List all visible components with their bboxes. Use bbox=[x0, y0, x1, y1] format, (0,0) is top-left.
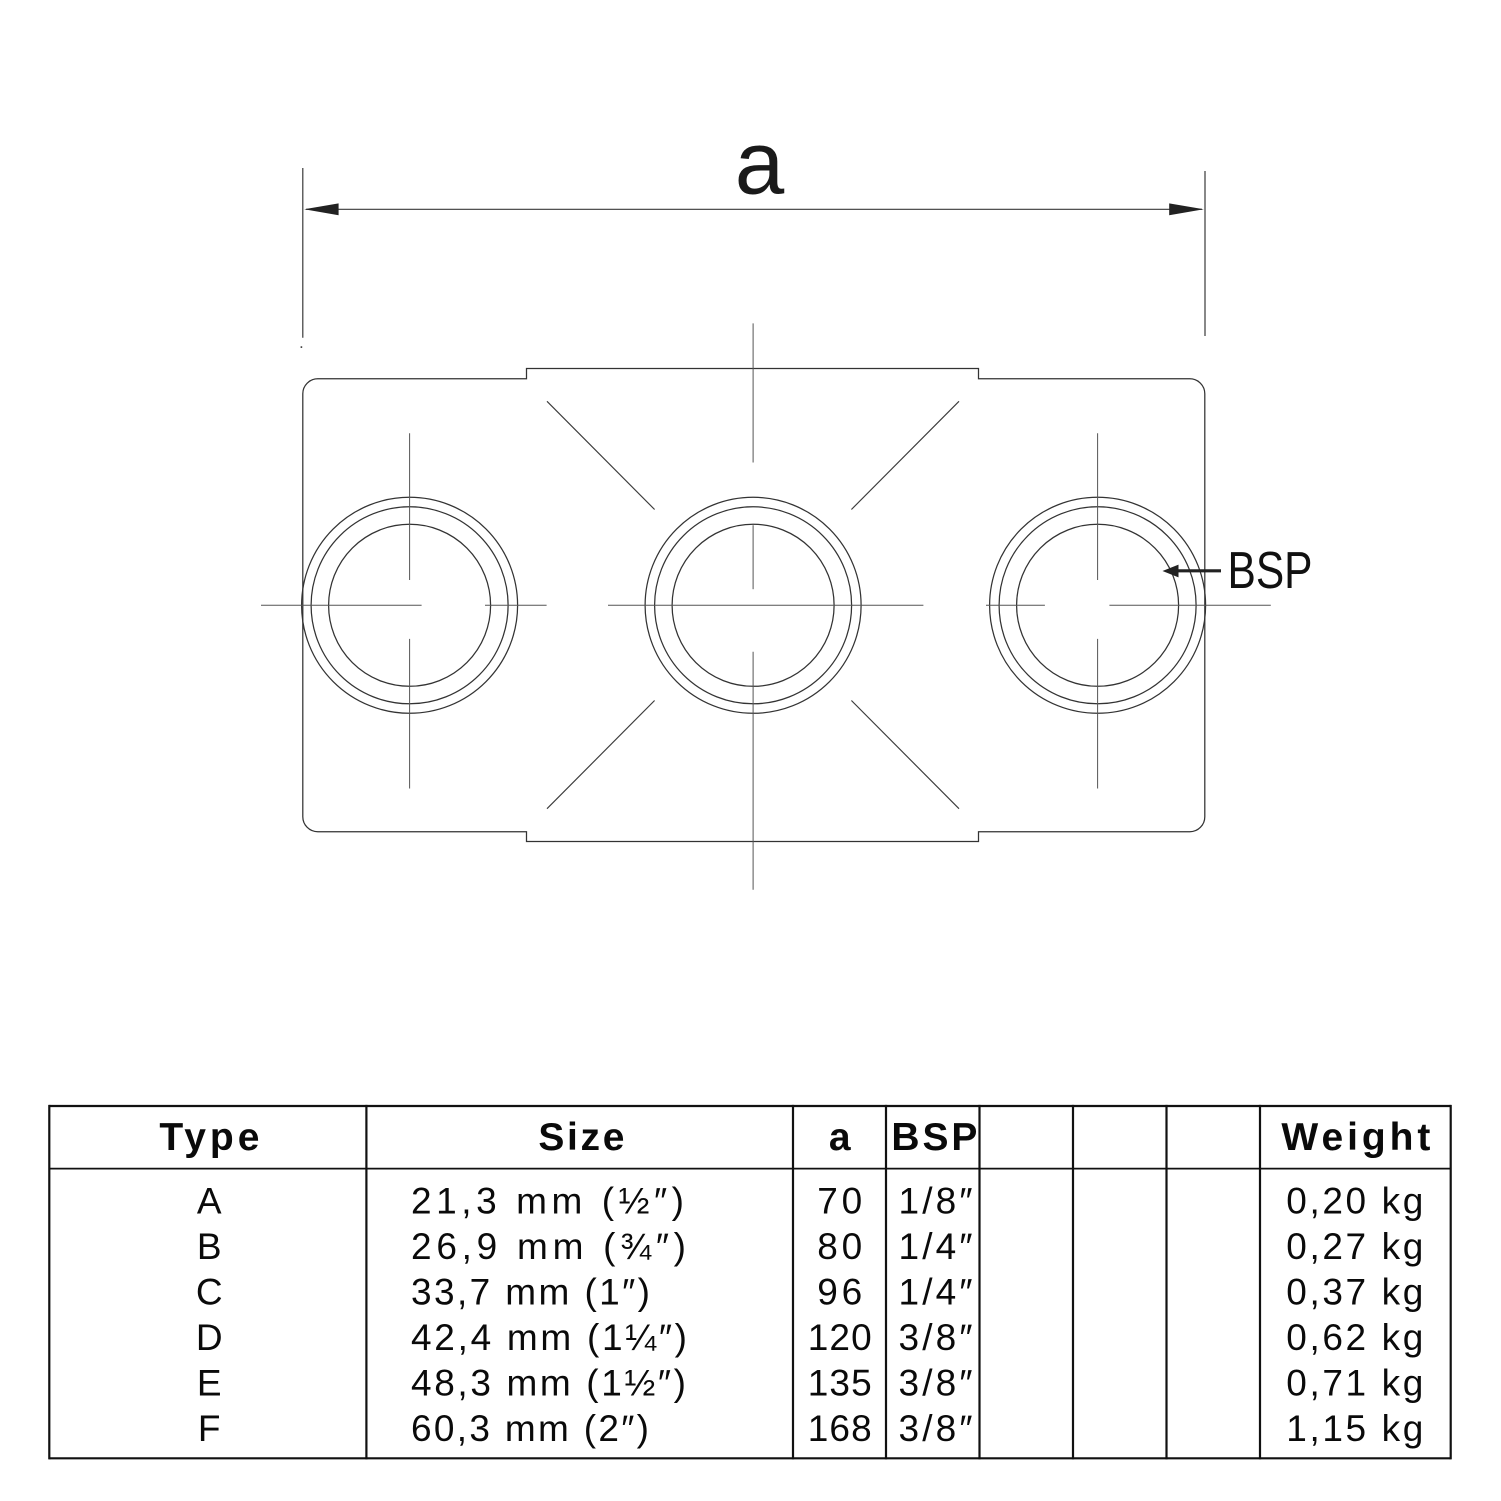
svg-text:120: 120 bbox=[808, 1317, 872, 1358]
svg-text:1,15 kg: 1,15 kg bbox=[1286, 1408, 1423, 1449]
svg-text:BSP: BSP bbox=[891, 1116, 977, 1159]
svg-text:168: 168 bbox=[808, 1408, 872, 1449]
svg-text:a: a bbox=[735, 113, 785, 213]
svg-text:Type: Type bbox=[159, 1116, 259, 1159]
svg-text:A: A bbox=[197, 1181, 222, 1222]
svg-text:0,62 kg: 0,62 kg bbox=[1286, 1317, 1423, 1358]
svg-text:1/4″: 1/4″ bbox=[899, 1272, 973, 1313]
svg-text:a: a bbox=[829, 1116, 851, 1159]
svg-text:3/8″: 3/8″ bbox=[899, 1408, 973, 1449]
svg-text:E: E bbox=[197, 1362, 222, 1403]
svg-text:Size: Size bbox=[538, 1116, 624, 1159]
svg-text:33,7 mm (1″): 33,7 mm (1″) bbox=[411, 1272, 650, 1313]
svg-text:1/4″: 1/4″ bbox=[899, 1226, 973, 1267]
svg-text:B: B bbox=[197, 1226, 222, 1267]
svg-text:0,37 kg: 0,37 kg bbox=[1286, 1272, 1423, 1313]
svg-text:0,71 kg: 0,71 kg bbox=[1286, 1362, 1423, 1403]
svg-text:21,3 mm (½″): 21,3 mm (½″) bbox=[411, 1181, 684, 1222]
svg-text:96: 96 bbox=[817, 1272, 862, 1313]
svg-text:Weight: Weight bbox=[1281, 1116, 1430, 1159]
svg-text:0,27 kg: 0,27 kg bbox=[1286, 1226, 1423, 1267]
svg-text:80: 80 bbox=[817, 1226, 862, 1267]
svg-text:F: F bbox=[198, 1408, 221, 1449]
svg-text:42,4 mm (1¼″): 42,4 mm (1¼″) bbox=[411, 1317, 687, 1358]
svg-text:26,9 mm (¾″): 26,9 mm (¾″) bbox=[411, 1226, 686, 1267]
svg-text:0,20 kg: 0,20 kg bbox=[1286, 1181, 1423, 1222]
svg-text:D: D bbox=[196, 1317, 223, 1358]
svg-text:3/8″: 3/8″ bbox=[899, 1317, 973, 1358]
svg-text:70: 70 bbox=[817, 1181, 862, 1222]
svg-text:C: C bbox=[196, 1272, 223, 1313]
svg-text:60,3 mm (2″): 60,3 mm (2″) bbox=[411, 1408, 649, 1449]
svg-text:135: 135 bbox=[808, 1362, 872, 1403]
svg-text:BSP: BSP bbox=[1228, 541, 1313, 599]
svg-text:3/8″: 3/8″ bbox=[899, 1362, 973, 1403]
svg-text:48,3 mm (1½″): 48,3 mm (1½″) bbox=[411, 1362, 686, 1403]
svg-text:1/8″: 1/8″ bbox=[899, 1181, 973, 1222]
